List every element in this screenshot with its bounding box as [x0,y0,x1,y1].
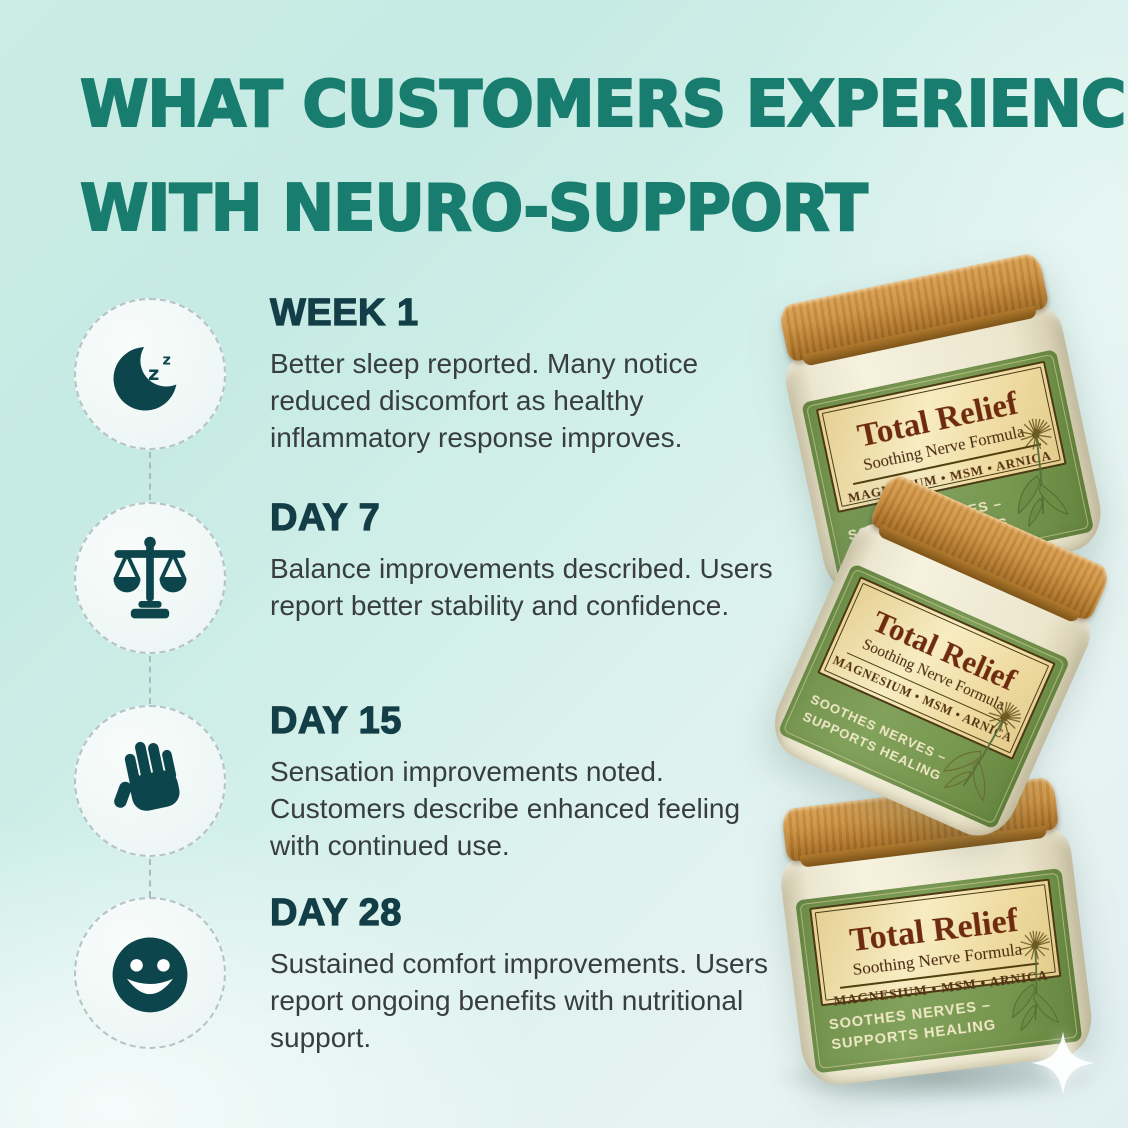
timeline-body: Sensation improvements noted. Customers … [270,756,741,861]
jar-label: Total Relief Soothing Nerve Formula MAGN… [794,868,1083,1074]
timeline-heading: DAY 28 [269,891,402,934]
product-jar-3: Total Relief Soothing Nerve Formula MAGN… [772,775,1096,1089]
product-jar-2: Total Relief Soothing Nerve Formula MAGN… [762,468,1120,848]
jar-label: Total Relief Soothing Nerve Formula MAGN… [777,563,1071,830]
timeline-bubble [74,705,226,857]
timeline-heading: DAY 7 [269,496,381,539]
balance-scale-icon [113,536,187,619]
product-jar-1: Total Relief Soothing Nerve Formula MAGN… [770,250,1109,603]
timeline-heading: DAY 15 [269,699,402,742]
svg-text:z: z [162,352,170,368]
timeline-body: Better sleep reported. Many notice reduc… [270,348,699,453]
arnica-flower-icon [943,701,1022,802]
timeline-bubble [74,897,226,1049]
page-title-line2: WITH NEURO-SUPPORT [79,168,869,246]
moon-sleep-icon: z z [113,347,177,411]
arnica-flower-icon [1012,931,1060,1032]
timeline-body: Sustained comfort improvements. Users re… [270,948,768,1053]
sparkle-icon [1031,1031,1095,1095]
page-title-line1: WHAT CUSTOMERS EXPERIENCE [79,64,1128,142]
arnica-flower-icon [1018,418,1069,528]
timeline-bubble: z z [74,298,226,450]
svg-text:z: z [148,362,159,385]
timeline-connector [149,859,151,897]
hand-icon [114,741,180,811]
smiley-face-icon [112,937,188,1013]
timeline-connector [149,452,151,500]
page-title: WHAT CUSTOMERS EXPERIENCE WITH NEURO-SUP… [79,52,1128,260]
jar-label: Total Relief Soothing Nerve Formula MAGN… [801,349,1094,586]
timeline-bubble [74,502,226,654]
timeline-heading: WEEK 1 [269,291,419,334]
timeline-body: Balance improvements described. Users re… [270,553,773,621]
timeline-connector [149,656,151,704]
